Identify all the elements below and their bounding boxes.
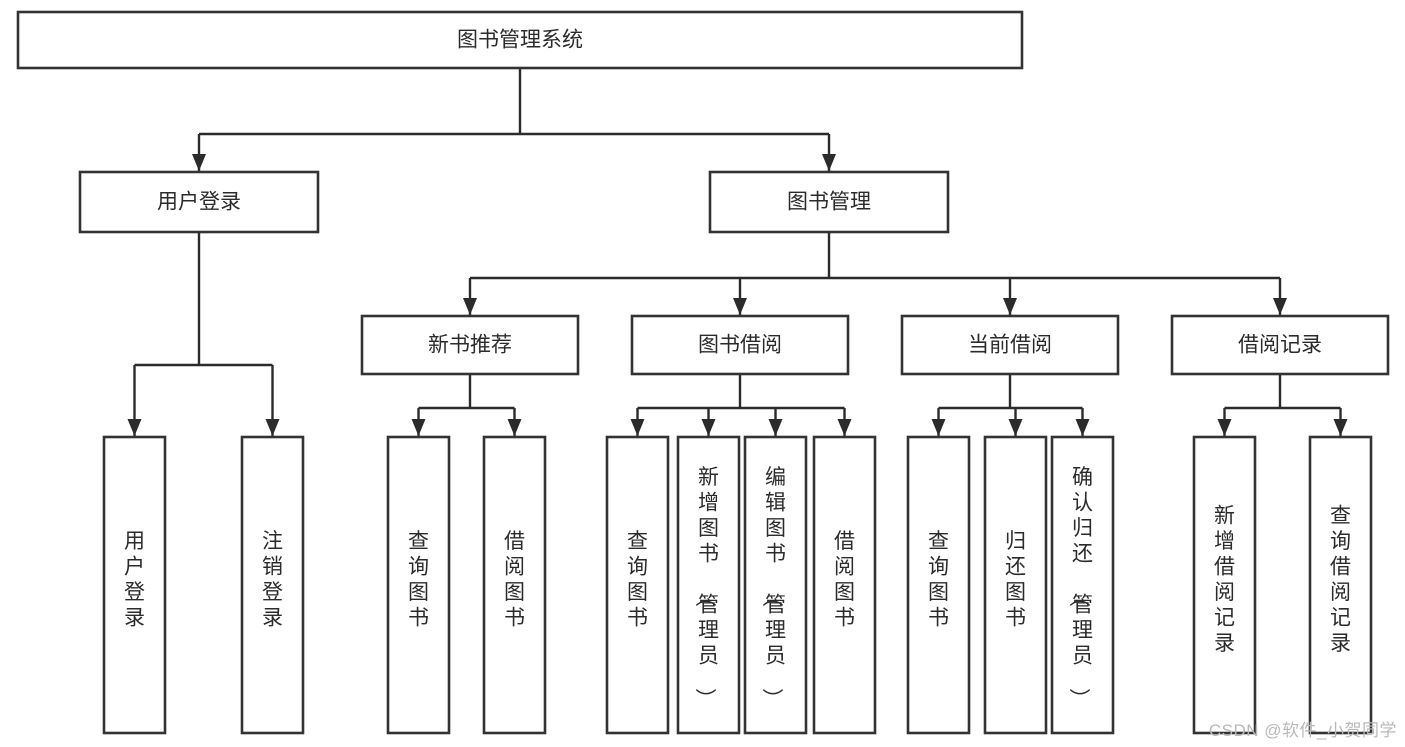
level3-node-label: 当前借阅 xyxy=(968,334,1052,357)
leaf-node-label: 编辑图书（管理员） xyxy=(760,466,786,709)
level3-node-4[interactable]: 借阅记录 xyxy=(1170,314,1390,376)
leaf-node-4[interactable]: 借阅图书 xyxy=(482,435,547,735)
leaf-node-label: 查询借阅记录 xyxy=(1330,504,1351,655)
leaf-node-box[interactable] xyxy=(906,435,971,735)
connector-group xyxy=(931,374,1090,436)
arrow-head-icon xyxy=(411,419,426,436)
leaf-node-box[interactable] xyxy=(482,435,547,735)
level3-node-1[interactable]: 新书推荐 xyxy=(360,314,580,376)
leaf-node-box[interactable] xyxy=(1050,435,1115,735)
arrow-head-icon xyxy=(837,419,852,436)
connector-group xyxy=(463,232,1287,315)
leaf-node-10[interactable]: 归还图书 xyxy=(983,435,1048,735)
arrow-head-icon xyxy=(1217,419,1232,436)
leaf-node-label: 新增借阅记录 xyxy=(1214,504,1235,655)
connector-group xyxy=(192,68,836,171)
level2-node-box[interactable] xyxy=(78,170,320,234)
arrow-head-icon xyxy=(701,419,716,436)
leaf-node-label: 归还图书 xyxy=(1005,530,1026,630)
arrow-head-icon xyxy=(733,298,747,315)
arrow-head-icon xyxy=(1008,419,1023,436)
level2-node-label: 图书管理 xyxy=(787,191,871,214)
leaf-node-7[interactable]: 编辑图书（管理员） xyxy=(743,435,808,735)
leaf-node-box[interactable] xyxy=(983,435,1048,735)
level3-node-box[interactable] xyxy=(900,314,1120,376)
leaf-node-box[interactable] xyxy=(812,435,877,735)
level3-node-label: 图书借阅 xyxy=(698,334,782,357)
arrow-head-icon xyxy=(630,419,645,436)
level2-node-2[interactable]: 图书管理 xyxy=(708,170,950,234)
connector-group xyxy=(1217,374,1348,436)
arrow-head-icon xyxy=(265,419,280,436)
arrow-head-icon xyxy=(463,298,477,315)
nodes-layer: 图书管理系统用户登录图书管理新书推荐图书借阅当前借阅借阅记录用户登录注销登录查询… xyxy=(16,10,1390,735)
leaf-node-5[interactable]: 查询图书 xyxy=(605,435,670,735)
root-node-box[interactable] xyxy=(16,10,1024,70)
leaf-node-box[interactable] xyxy=(676,435,741,735)
leaf-node-label: 查询图书 xyxy=(928,530,949,630)
level2-node-box[interactable] xyxy=(708,170,950,234)
arrow-head-icon xyxy=(127,419,142,436)
leaf-node-box[interactable] xyxy=(1308,435,1373,735)
level3-node-label: 借阅记录 xyxy=(1238,334,1322,357)
arrow-head-icon xyxy=(822,154,836,171)
level3-node-box[interactable] xyxy=(630,314,850,376)
leaf-node-box[interactable] xyxy=(102,435,167,735)
leaf-node-6[interactable]: 新增图书（管理员） xyxy=(676,435,741,735)
level3-node-3[interactable]: 当前借阅 xyxy=(900,314,1120,376)
leaf-node-label: 注销登录 xyxy=(262,530,283,630)
leaf-node-9[interactable]: 查询图书 xyxy=(906,435,971,735)
leaf-node-label: 查询图书 xyxy=(627,530,648,630)
level3-node-box[interactable] xyxy=(360,314,580,376)
leaf-node-label: 新增图书（管理员） xyxy=(693,466,719,709)
leaf-node-box[interactable] xyxy=(386,435,451,735)
leaf-node-label: 用户登录 xyxy=(124,530,145,630)
level3-node-2[interactable]: 图书借阅 xyxy=(630,314,850,376)
arrow-head-icon xyxy=(192,154,206,171)
leaf-node-11[interactable]: 确认归还（管理员） xyxy=(1050,435,1115,735)
arrow-head-icon xyxy=(507,419,522,436)
leaf-node-2[interactable]: 注销登录 xyxy=(240,435,305,735)
leaf-node-3[interactable]: 查询图书 xyxy=(386,435,451,735)
arrow-head-icon xyxy=(768,419,783,436)
leaf-node-1[interactable]: 用户登录 xyxy=(102,435,167,735)
arrow-head-icon xyxy=(1003,298,1017,315)
leaf-node-box[interactable] xyxy=(743,435,808,735)
root-node-label: 图书管理系统 xyxy=(457,29,583,52)
connector-group xyxy=(127,232,280,436)
leaf-node-box[interactable] xyxy=(605,435,670,735)
arrow-head-icon xyxy=(1273,298,1287,315)
leaf-node-12[interactable]: 新增借阅记录 xyxy=(1192,435,1257,735)
arrow-head-icon xyxy=(1333,419,1348,436)
leaf-node-box[interactable] xyxy=(240,435,305,735)
leaf-node-13[interactable]: 查询借阅记录 xyxy=(1308,435,1373,735)
connector-group xyxy=(630,374,852,436)
level2-node-1[interactable]: 用户登录 xyxy=(78,170,320,234)
arrow-head-icon xyxy=(1075,419,1090,436)
leaf-node-label: 借阅图书 xyxy=(504,530,525,630)
connectors-layer xyxy=(127,68,1348,436)
leaf-node-label: 确认归还（管理员） xyxy=(1067,466,1093,709)
leaf-node-8[interactable]: 借阅图书 xyxy=(812,435,877,735)
arrow-head-icon xyxy=(931,419,946,436)
leaf-node-label: 查询图书 xyxy=(408,530,429,630)
root-node-1[interactable]: 图书管理系统 xyxy=(16,10,1024,70)
level3-node-label: 新书推荐 xyxy=(428,334,512,357)
leaf-node-box[interactable] xyxy=(1192,435,1257,735)
leaf-node-label: 借阅图书 xyxy=(834,530,855,630)
level2-node-label: 用户登录 xyxy=(157,191,241,214)
level3-node-box[interactable] xyxy=(1170,314,1390,376)
connector-group xyxy=(411,374,522,436)
